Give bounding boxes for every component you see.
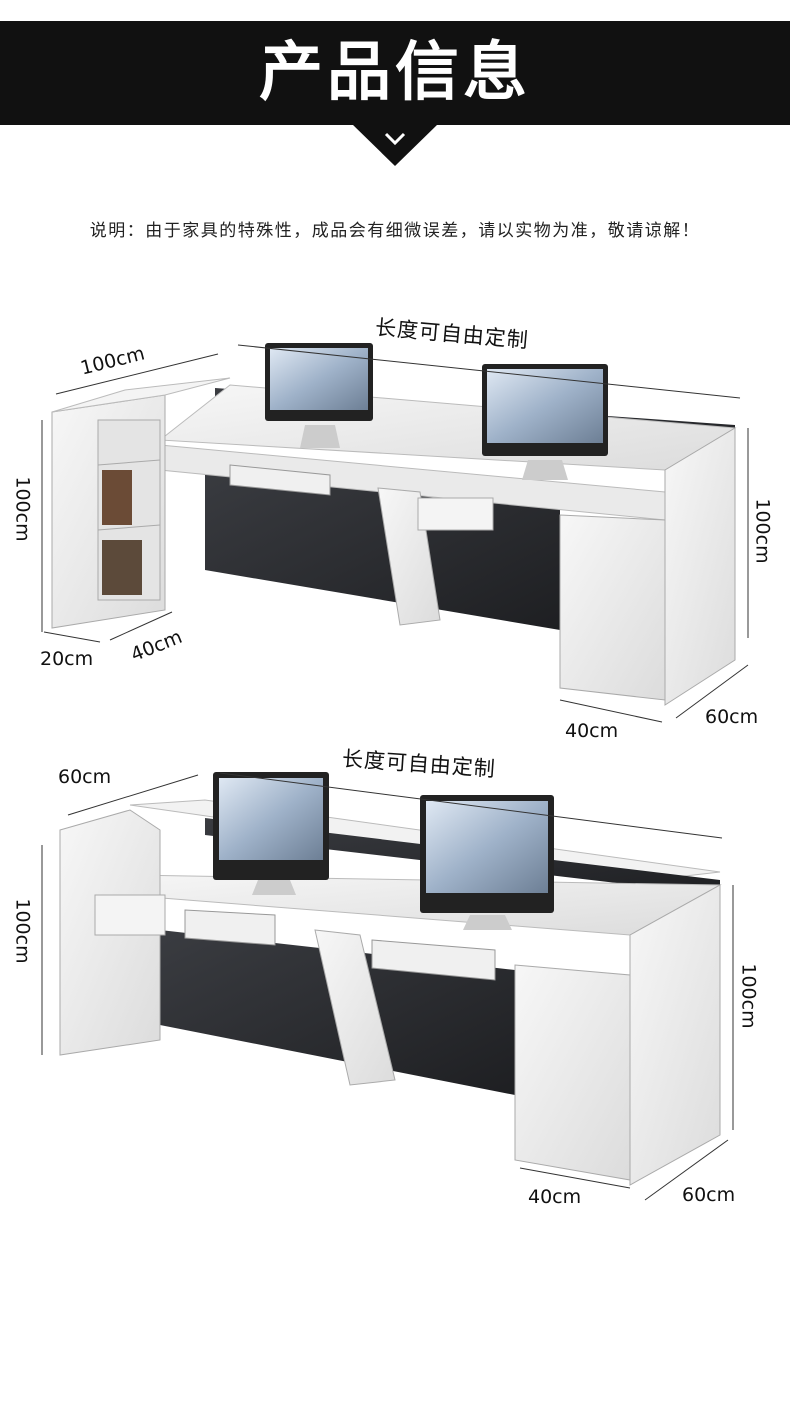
height-label-left: 100cm: [11, 898, 34, 964]
desk-depth-label: 60cm: [682, 1184, 736, 1206]
height-label-right: 100cm: [737, 963, 760, 1029]
cabinet-width-label: 40cm: [565, 720, 619, 742]
height-label-right: 100cm: [751, 498, 774, 564]
cabinet-width-label: 40cm: [528, 1186, 582, 1208]
shelf-width-label: 20cm: [40, 648, 94, 670]
chevron-down-icon: [352, 124, 438, 166]
header-banner: [0, 21, 790, 125]
disclaimer-text: 说明：由于家具的特殊性，成品会有细微误差，请以实物为准，敬请谅解！: [89, 221, 701, 241]
depth-label-top: 60cm: [58, 766, 112, 788]
desk-depth-label: 60cm: [705, 706, 759, 728]
page-title: 产品信息: [259, 36, 531, 110]
height-label-left: 100cm: [11, 476, 34, 542]
